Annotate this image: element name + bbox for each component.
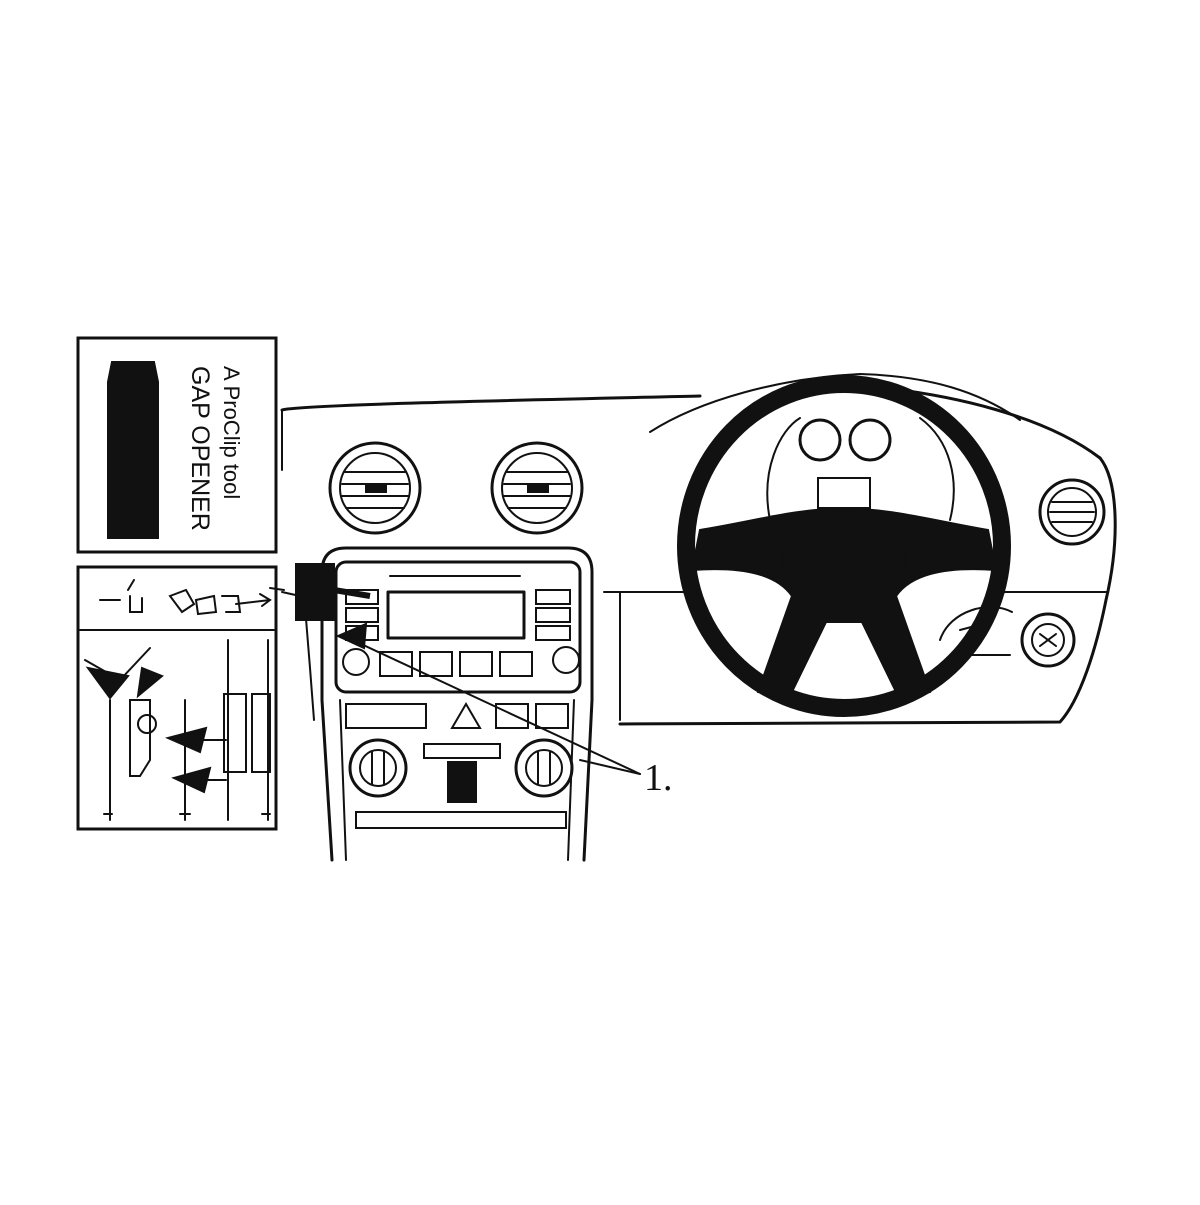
tool-box-line2: A ProClip tool — [219, 366, 244, 499]
callout-label: 1. — [644, 757, 673, 799]
instruction-detail-box — [76, 565, 278, 831]
climate-knob-left — [348, 738, 408, 798]
proclip-mount — [269, 563, 371, 650]
climate-knob-right — [514, 738, 574, 798]
air-vent-right — [1038, 478, 1106, 546]
radio-display — [386, 590, 526, 640]
tool-box-line1: GAP OPENER — [186, 366, 214, 531]
hazard-icon — [450, 702, 482, 729]
arrow-icon — [136, 666, 164, 699]
steering-wheel — [677, 375, 1011, 717]
gap-opener-tool-icon — [107, 361, 159, 539]
center-console — [320, 546, 594, 862]
callout-1: 1. — [343, 635, 673, 799]
tool-box-text: GAP OPENER A ProClip tool — [186, 366, 244, 531]
gap-opener-box: GAP OPENER A ProClip tool — [76, 336, 278, 554]
radio-knob-left — [342, 648, 370, 676]
fan-knob — [447, 761, 477, 803]
radio-unit — [334, 560, 582, 694]
air-vent-center — [490, 441, 584, 535]
instrument-cluster — [766, 417, 955, 521]
air-vent-left — [328, 441, 422, 535]
clip-step-sketch — [99, 579, 272, 616]
arrow-icon — [85, 666, 130, 700]
callout-leader-line — [343, 635, 641, 775]
proclip-mount-icon — [295, 563, 335, 621]
gap-insertion-sketch — [84, 639, 271, 821]
radio-knob-right — [552, 646, 580, 674]
